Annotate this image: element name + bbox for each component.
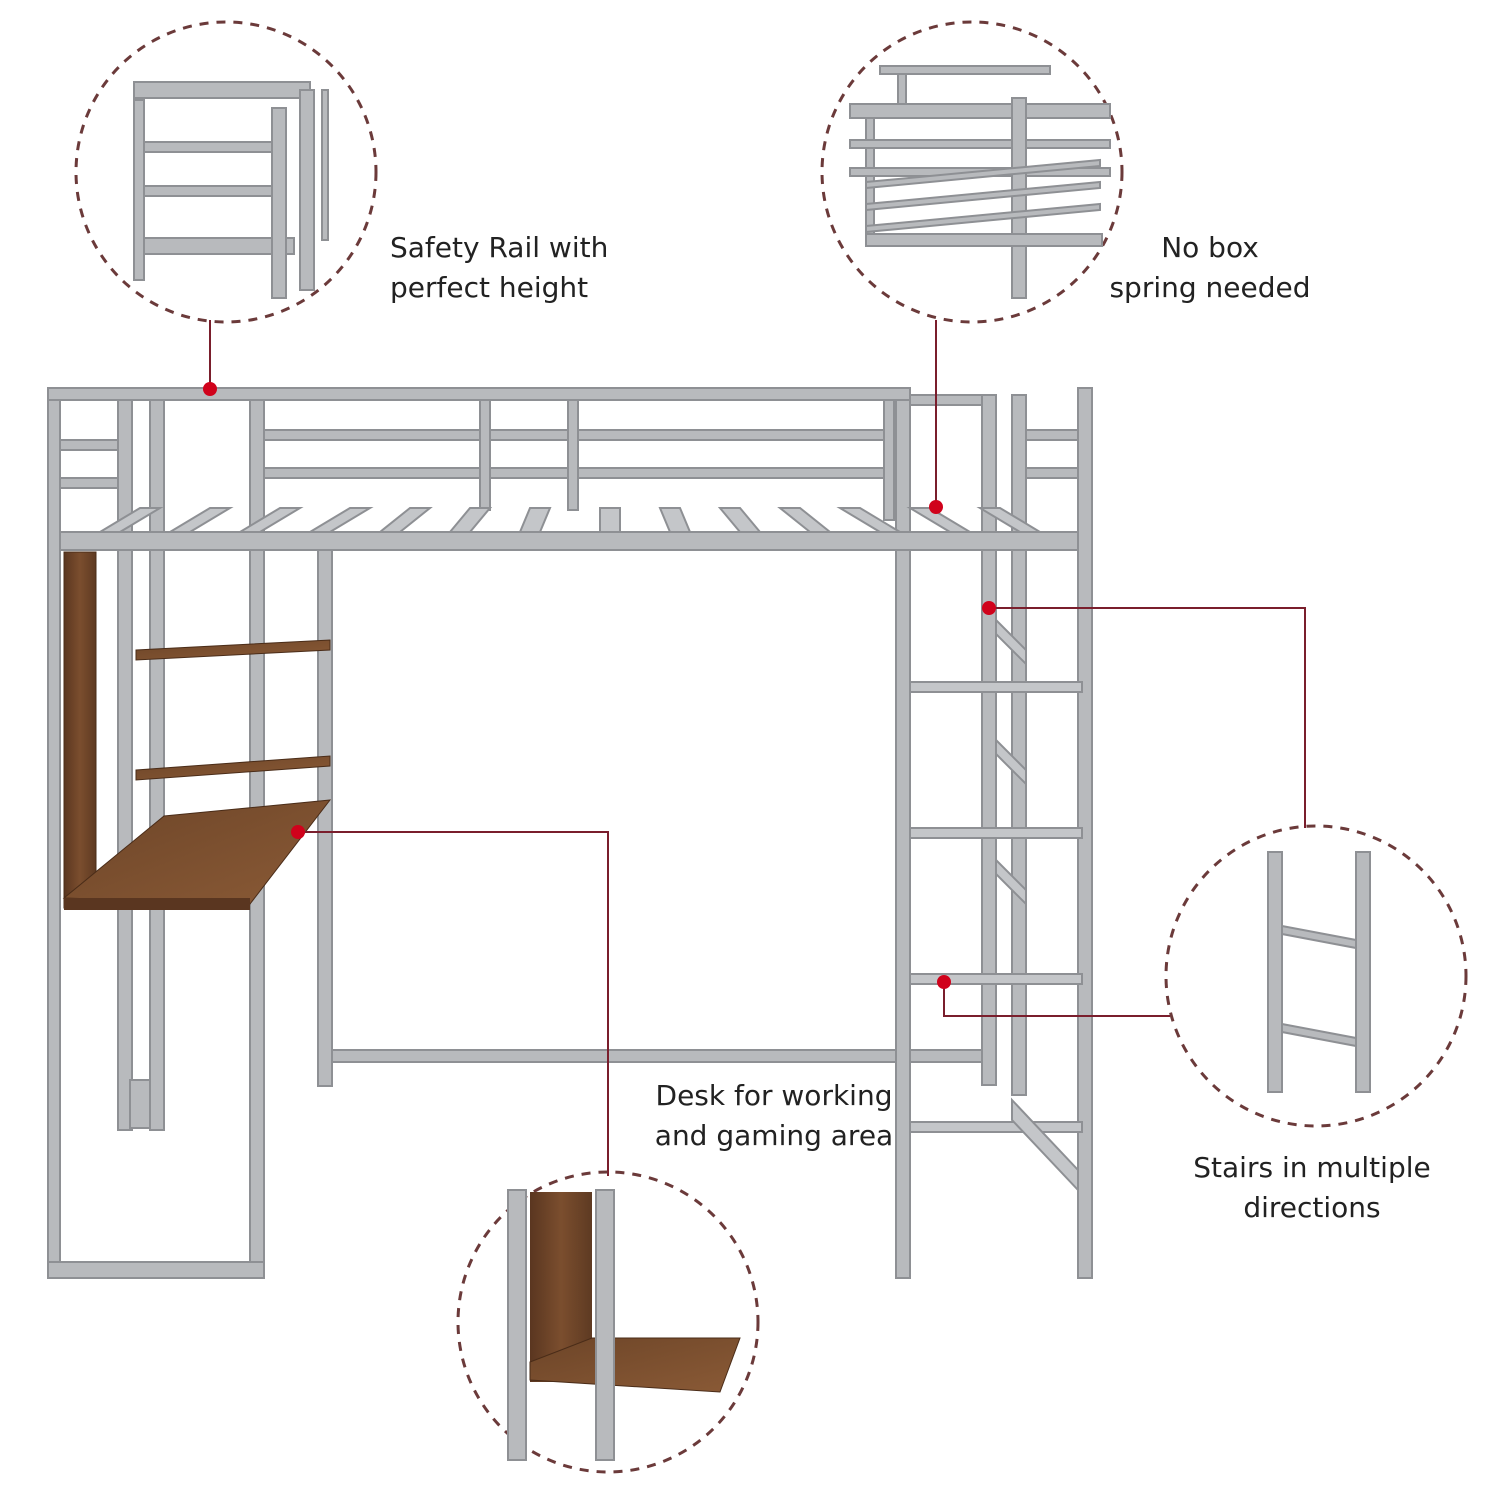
no-box-spring-caption: No box spring needed (1100, 228, 1320, 308)
desk-caption: Desk for working and gaming area (650, 1076, 898, 1156)
callout-dots (203, 382, 996, 989)
callout-connectors (209, 320, 1306, 1176)
desk-shelf-unit (62, 551, 332, 910)
desk-line2: and gaming area (654, 1119, 894, 1152)
no-box-spring-line2: spring needed (1109, 271, 1311, 304)
stairs-line1: Stairs in multiple (1193, 1151, 1431, 1184)
safety-rail-line2: perfect height (390, 271, 589, 304)
desk-line1: Desk for working (655, 1079, 893, 1112)
stairs-caption: Stairs in multiple directions (1180, 1148, 1444, 1228)
no-box-spring-line1: No box (1161, 231, 1259, 264)
stairs-line2: directions (1243, 1191, 1381, 1224)
bed-slats (96, 507, 1044, 533)
slat-frame-closeup-icon (849, 65, 1111, 299)
ladder-rungs (909, 617, 1083, 1193)
safety-rail-line1: Safety Rail with (390, 231, 609, 264)
wood-shelf-closeup-icon (507, 1189, 741, 1461)
ladder-closeup-icon (1267, 851, 1371, 1093)
dashed-circles (74, 20, 1468, 1474)
safety-rail-caption: Safety Rail with perfect height (390, 228, 608, 308)
safety-rail-closeup-icon (133, 81, 329, 299)
